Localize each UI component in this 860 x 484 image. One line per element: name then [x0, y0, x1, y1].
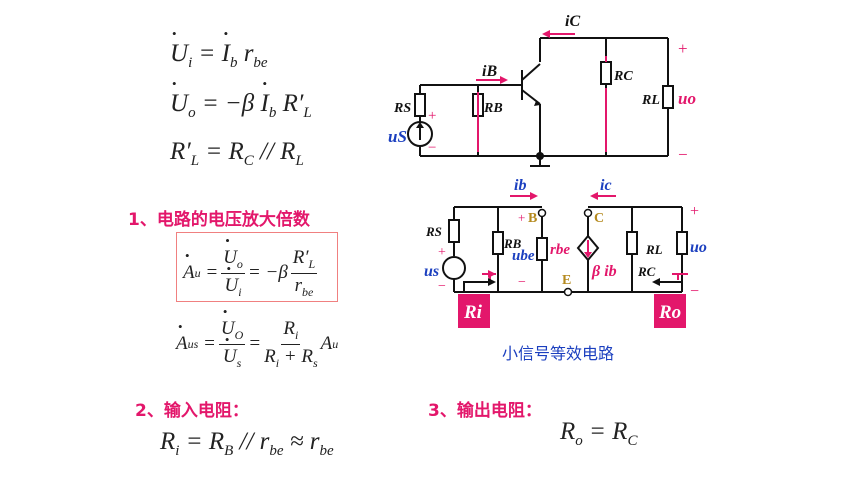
label-ic-small: ic: [600, 177, 612, 194]
node-b-plus: +: [518, 210, 525, 225]
label-rl: RL: [641, 93, 660, 108]
uo-plus: +: [690, 203, 699, 220]
node-b: B: [528, 211, 537, 226]
small-signal-circuit: Ri Ro ib ic RS RB ube rbe β ib RL RC uo …: [424, 177, 707, 328]
formula-rl-parallel: R′L = RC // RL: [170, 138, 304, 169]
label-ube: ube: [512, 248, 535, 264]
amplifier-circuit: iC iB RS RB RC RL uS uo + − + −: [388, 13, 696, 167]
label-uo: uo: [678, 89, 696, 108]
us-plus: +: [438, 245, 446, 260]
label-ro: Ro: [658, 302, 681, 323]
ro-box: [654, 294, 686, 328]
label-rs-small: RS: [425, 224, 442, 239]
label-us-small: us: [424, 263, 439, 280]
node-c: C: [594, 211, 604, 226]
label-rbe: rbe: [550, 242, 570, 258]
formula-uo: Uo = −β Ib R′L: [170, 90, 312, 122]
formula-ro: Ro = RC: [560, 418, 638, 449]
ube-minus: −: [518, 275, 526, 290]
heading-input-resistance: 2、输入电阻：: [135, 401, 249, 421]
node-e: E: [562, 273, 571, 288]
label-uo-small: uo: [690, 239, 707, 256]
label-rc: RC: [613, 69, 633, 84]
label-rs: RS: [393, 101, 411, 116]
label-ib: iB: [482, 63, 497, 80]
us-minus: −: [438, 279, 446, 294]
out-minus: −: [678, 145, 688, 164]
formula-ri: Ri = RB // rbe ≈ rbe: [160, 428, 334, 459]
src-minus: −: [428, 140, 436, 156]
heading-output-resistance: 3、输出电阻：: [428, 401, 542, 421]
label-ri: Ri: [463, 302, 483, 323]
label-rc-small: RC: [637, 264, 656, 279]
ri-box: [458, 294, 490, 328]
label-us: uS: [388, 127, 407, 146]
out-plus: +: [678, 39, 688, 58]
src-plus: +: [428, 108, 436, 124]
label-ic: iC: [565, 13, 580, 30]
circuit-caption: 小信号等效电路: [502, 344, 615, 363]
label-rb-small: RB: [503, 236, 522, 251]
formula-ui: Ui = Ib rbe: [170, 40, 268, 72]
uo-minus: −: [690, 283, 699, 300]
label-rl-small: RL: [645, 242, 663, 257]
label-rb: RB: [483, 101, 503, 116]
label-beta-ib: β ib: [591, 263, 617, 280]
label-ib-small: ib: [514, 177, 526, 194]
heading-voltage-gain: 1、电路的电压放大倍数: [128, 210, 310, 230]
